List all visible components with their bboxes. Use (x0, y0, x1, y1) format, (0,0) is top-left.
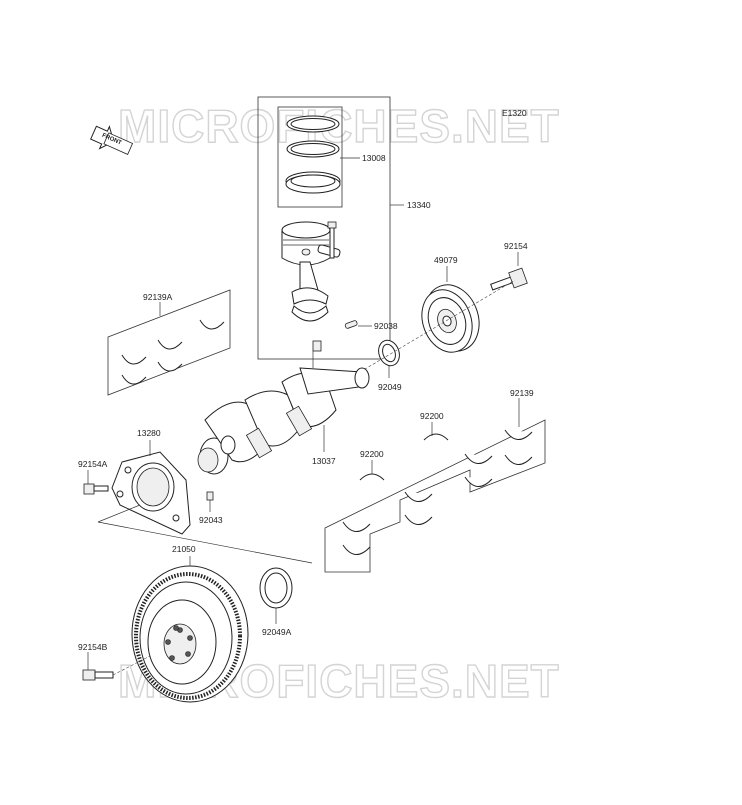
main-bearings-upper (121, 319, 225, 385)
label-13340: 13340 (407, 200, 431, 210)
label-92049: 92049 (378, 382, 402, 392)
label-92154: 92154 (504, 241, 528, 251)
housing-bolt (83, 483, 109, 495)
label-92043: 92043 (199, 515, 223, 525)
label-92154B: 92154B (78, 642, 108, 652)
label-49079: 49079 (434, 255, 458, 265)
label-13280: 13280 (137, 428, 161, 438)
label-13008: 13008 (362, 153, 386, 163)
pulley-bolt (490, 267, 528, 291)
main-bearings-lower (342, 429, 533, 555)
watermark-top: MICROFICHES.NET (118, 100, 560, 152)
woodruff-key (344, 320, 358, 329)
piston (281, 221, 331, 266)
label-92139: 92139 (510, 388, 534, 398)
flywheel (131, 565, 249, 703)
kit-box-92139A (107, 289, 231, 396)
dowel-pin (206, 491, 214, 501)
rear-seal-housing (111, 451, 191, 535)
kit-box-13008 (277, 106, 343, 208)
label-92049A: 92049A (262, 627, 292, 637)
label-92154A: 92154A (78, 459, 108, 469)
piston-rings (285, 115, 341, 194)
label-13037: 13037 (312, 456, 336, 466)
rod-nut (312, 340, 322, 352)
kit-box-92139 (324, 419, 546, 573)
oil-seal-front (378, 339, 400, 367)
thrust-washers (359, 433, 449, 481)
diagram-code: E1320 (502, 108, 527, 118)
label-92200-upper: 92200 (420, 411, 444, 421)
flywheel-bolt (82, 669, 114, 681)
label-92038: 92038 (374, 321, 398, 331)
oil-seal-rear (259, 567, 293, 609)
label-92200-lower: 92200 (360, 449, 384, 459)
rod-cap (291, 305, 329, 322)
label-21050: 21050 (172, 544, 196, 554)
connecting-rod (291, 261, 329, 305)
front-arrow-icon (90, 125, 134, 155)
kit-box-13340 (257, 96, 391, 360)
crankshaft (197, 367, 370, 475)
label-92139A: 92139A (143, 292, 173, 302)
rod-bolt (327, 221, 337, 259)
crank-pulley (421, 284, 480, 353)
